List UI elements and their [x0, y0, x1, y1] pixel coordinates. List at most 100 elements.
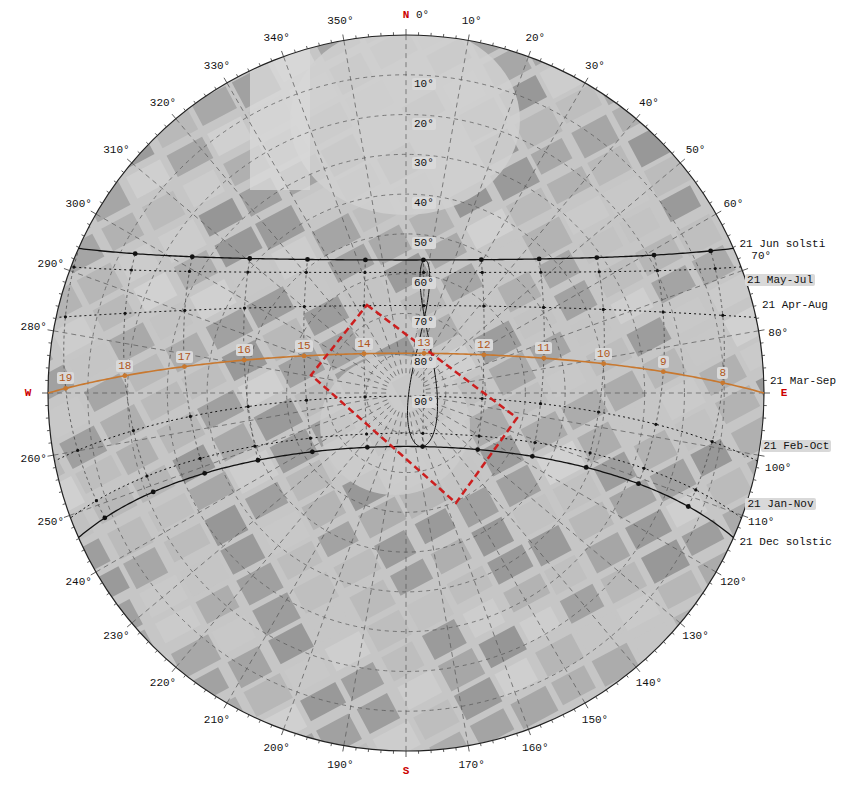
hour-dot — [530, 454, 535, 459]
azimuth-tick — [368, 749, 369, 752]
azimuth-tick — [82, 235, 85, 236]
building-block — [626, 317, 671, 357]
building-block — [328, 243, 375, 283]
building-block — [773, 200, 820, 242]
azimuth-tick — [764, 393, 770, 394]
building-block — [568, 502, 614, 542]
building-block — [854, 158, 862, 196]
hour-dot — [597, 410, 600, 413]
building-block — [238, 369, 285, 409]
building-block — [200, 4, 245, 42]
building-block — [0, 712, 1, 754]
building-block — [642, 348, 687, 389]
azimuth-tick — [636, 667, 640, 672]
hour-dot — [183, 309, 186, 312]
building-block — [757, 170, 803, 211]
azimuth-tick — [563, 715, 564, 718]
azimuth-tick — [87, 224, 90, 225]
azimuth-tick — [47, 355, 50, 356]
azimuth-tick — [53, 467, 56, 469]
building-block — [0, 745, 11, 782]
azimuth-tick — [455, 748, 456, 751]
sun-path-curve — [79, 248, 734, 260]
azimuth-tick — [127, 159, 132, 163]
hour-label: 8 — [717, 367, 728, 379]
building-block — [302, 490, 347, 530]
building-block — [745, 639, 790, 678]
azimuth-ray — [70, 400, 388, 516]
azimuth-label: 230° — [101, 630, 131, 642]
building-block — [94, 98, 140, 137]
building-block — [390, 559, 433, 596]
azimuth-ray — [425, 400, 743, 516]
hour-dot — [363, 395, 366, 398]
hour-dot — [708, 248, 713, 253]
azimuth-tick — [215, 87, 217, 90]
building-block — [774, 7, 821, 49]
building-block — [5, 32, 49, 73]
azimuth-label: 250° — [36, 516, 66, 528]
azimuth-tick — [418, 751, 419, 754]
building-block — [0, 693, 35, 730]
hour-dot — [542, 306, 545, 309]
azimuth-ray — [409, 40, 468, 373]
azimuth-tick — [585, 703, 588, 708]
azimuth-tick — [237, 709, 238, 712]
building-block — [381, 641, 424, 681]
hour-dot — [199, 457, 202, 460]
azimuth-tick — [355, 748, 356, 751]
sun-path-curve — [55, 396, 758, 461]
azimuth-label: 120° — [718, 576, 748, 588]
building-block — [844, 431, 862, 475]
hour-dot — [422, 304, 425, 307]
azimuth-ray — [406, 35, 407, 373]
azimuth-tick — [756, 467, 759, 469]
building-block — [770, 588, 815, 630]
building-block — [750, 58, 796, 97]
hour-dot — [151, 490, 156, 495]
hour-label: 18 — [116, 360, 133, 372]
azimuth-tick — [703, 191, 705, 193]
azimuth-tick — [443, 34, 444, 37]
azimuth-label: 280° — [19, 321, 49, 333]
hour-dot — [253, 445, 256, 448]
azimuth-tick — [759, 455, 765, 456]
building-block — [413, 699, 459, 740]
azimuth-tick — [406, 751, 407, 757]
hour-dot — [686, 504, 691, 509]
building-block — [586, 337, 633, 376]
azimuth-tick — [91, 572, 96, 575]
altitude-label: 20° — [412, 118, 436, 130]
azimuth-label: 290° — [36, 258, 66, 270]
building-block — [491, 0, 537, 2]
azimuth-tick — [761, 342, 764, 343]
building-block — [133, 272, 177, 312]
hour-label: 16 — [236, 344, 253, 356]
building-block — [558, 778, 601, 787]
building-block — [0, 114, 39, 151]
building-block — [256, 12, 302, 51]
azimuth-label: 130° — [680, 630, 710, 642]
building-block — [0, 133, 4, 176]
azimuth-label: 80° — [766, 327, 790, 339]
building-block — [831, 14, 862, 55]
building-block — [465, 208, 513, 249]
building-block — [666, 490, 708, 528]
building-block — [0, 165, 18, 207]
azimuth-tick — [528, 729, 530, 735]
building-block — [451, 0, 501, 28]
azimuth-tick — [606, 94, 608, 96]
azimuth-tick — [224, 78, 227, 83]
azimuth-tick — [680, 159, 685, 163]
building-block — [184, 0, 232, 14]
building-block — [167, 137, 214, 177]
azimuth-ray — [413, 412, 529, 730]
hour-dot — [421, 258, 426, 263]
building-block — [605, 0, 647, 21]
building-block — [191, 86, 237, 126]
azimuth-tick — [680, 623, 685, 627]
hour-dot — [720, 380, 725, 385]
hour-dot — [305, 271, 308, 274]
azimuth-tick — [664, 142, 666, 144]
building-block — [58, 621, 99, 657]
